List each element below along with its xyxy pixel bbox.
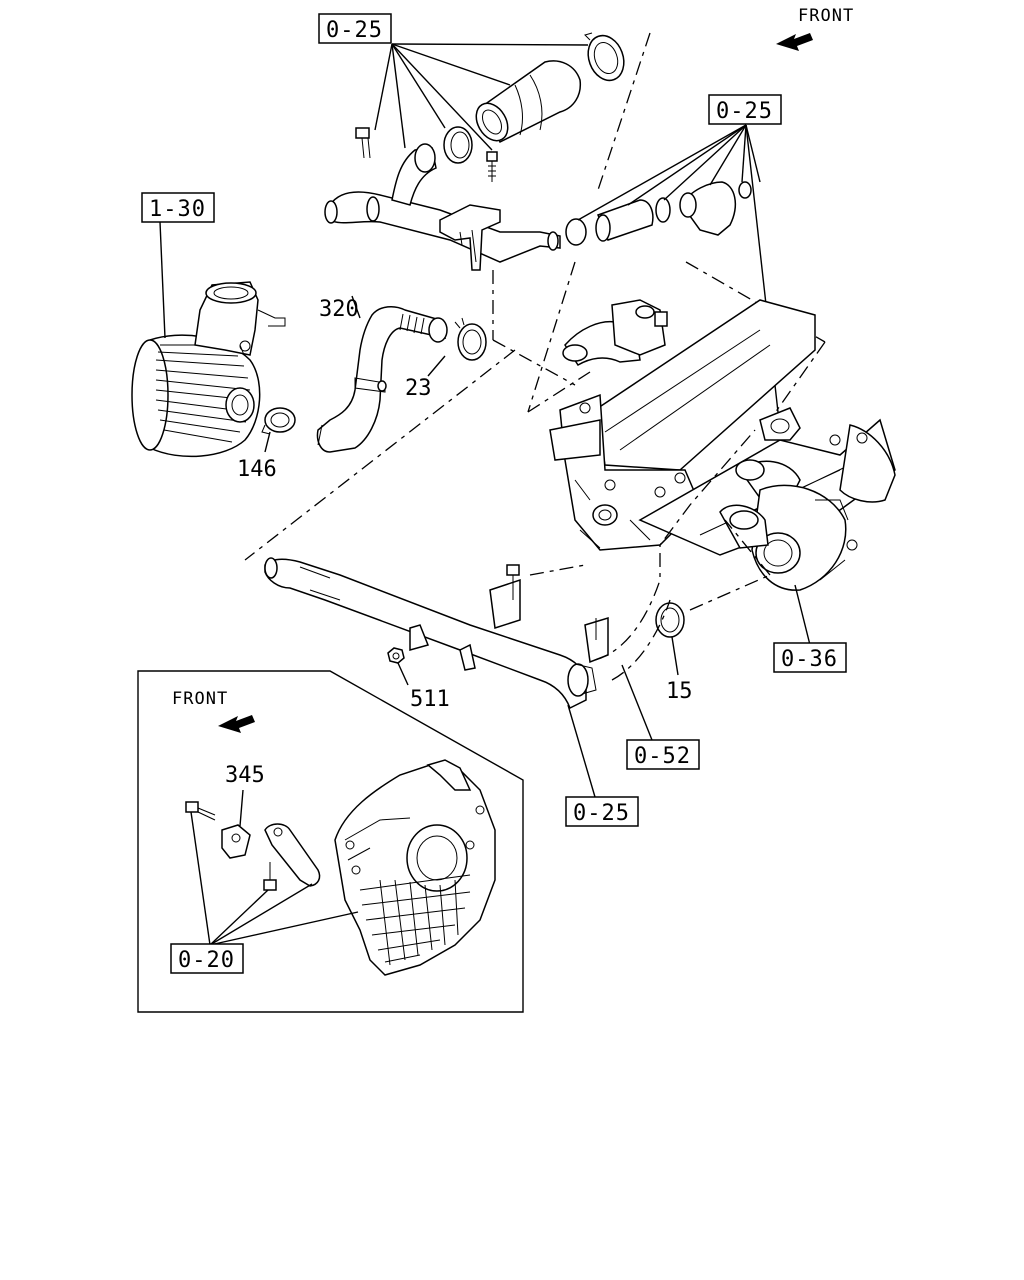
front-arrow-inset-icon	[218, 715, 255, 733]
lower-intake-pipe	[264, 557, 609, 710]
hose-clamp-top	[584, 32, 625, 82]
ref-pipe-bottom-text: 0-25	[573, 801, 630, 826]
part-number-345: 345	[225, 763, 265, 788]
air-cleaner	[131, 281, 286, 458]
ref-air-cleaner-text: 1-30	[149, 197, 206, 222]
ref-box-inset-bolts[interactable]: 0-20	[170, 943, 244, 974]
front-label-main: FRONT	[798, 6, 854, 26]
dashed-guides-lower	[244, 349, 771, 681]
ref-box-pipe-mid[interactable]: 0-52	[626, 739, 700, 770]
ref-turbo-text: 0-36	[781, 647, 838, 672]
bracket-345	[221, 824, 251, 859]
upper-intake-pipe	[324, 143, 561, 271]
front-arrow-icon	[776, 33, 813, 51]
support-arm	[264, 823, 321, 887]
nut-511	[387, 647, 405, 664]
exhaust-flange-gasket	[759, 407, 801, 441]
rubber-coupler-hose	[475, 60, 582, 144]
front-label-inset: FRONT	[172, 689, 228, 709]
part-number-320: 320	[319, 297, 359, 322]
ref-box-top-right[interactable]: 0-25	[708, 94, 782, 125]
gasket-15	[655, 602, 685, 638]
part-number-15: 15	[666, 679, 693, 704]
inset-bolts	[185, 801, 277, 891]
hose-clamp-upper	[443, 126, 473, 164]
ref-box-pipe-bottom[interactable]: 0-25	[565, 796, 639, 827]
ref-box-air-cleaner[interactable]: 1-30	[141, 192, 215, 223]
upper-right-pipe-set	[565, 181, 752, 246]
hose-320	[316, 305, 448, 453]
part-number-511: 511	[410, 687, 450, 712]
part-number-23: 23	[405, 376, 432, 401]
turbocharger	[719, 459, 858, 591]
inset-panel: FRONT	[137, 670, 524, 1013]
ref-pipe-mid-text: 0-52	[634, 744, 691, 769]
ref-box-turbo[interactable]: 0-36	[773, 642, 847, 673]
leaders-top-left-ref	[374, 43, 589, 151]
leaders-lower	[159, 221, 811, 798]
ref-top-right-text: 0-25	[716, 99, 773, 124]
clamp-146	[261, 407, 296, 435]
flywheel-housing	[334, 759, 496, 976]
bolt-top-left	[355, 127, 371, 159]
ref-top-left-text: 0-25	[326, 18, 383, 43]
ref-box-top-left[interactable]: 0-25	[318, 13, 392, 44]
ref-inset-bolts-text: 0-20	[178, 948, 235, 973]
part-number-146: 146	[237, 457, 277, 482]
front-indicator-main: FRONT	[776, 6, 854, 51]
clamp-23	[454, 317, 487, 361]
